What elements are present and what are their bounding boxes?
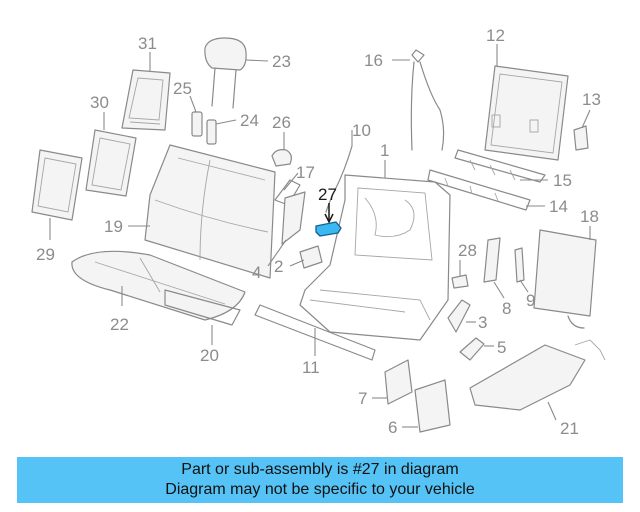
callout-9: 9	[526, 291, 535, 310]
callout-3: 3	[478, 313, 487, 332]
banner-line-1: Part or sub-assembly is #27 in diagram	[181, 461, 459, 478]
callout-10: 10	[352, 121, 371, 140]
callout-27[interactable]: 27	[318, 185, 337, 204]
callout-28: 28	[458, 241, 477, 260]
callout-7: 7	[358, 389, 367, 408]
callout-12: 12	[486, 26, 505, 45]
part-16-cable	[392, 49, 445, 151]
part-19-seat-back	[128, 144, 276, 279]
banner-line-2: Diagram may not be specific to your vehi…	[165, 481, 475, 498]
callout-19: 19	[104, 217, 123, 236]
part-21-carpet	[469, 339, 606, 421]
callout-1: 1	[380, 141, 389, 160]
part-27-highlighted[interactable]	[315, 203, 342, 237]
callout-22: 22	[110, 315, 129, 334]
part-23-headrest	[204, 37, 269, 109]
part-6-plate	[402, 379, 451, 433]
info-banner: Part or sub-assembly is #27 in diagram D…	[17, 457, 623, 503]
callout-21: 21	[560, 419, 579, 438]
callout-labels: 31 23 25 24 30 26 16 12 13 10 1 17 15 14…	[36, 26, 601, 438]
callout-2: 2	[274, 257, 283, 276]
part-2-latch	[289, 245, 323, 269]
callout-16: 16	[364, 51, 383, 70]
part-15-rail	[454, 149, 548, 183]
part-18-side-panel	[533, 226, 597, 329]
part-29-side-panel	[31, 149, 83, 240]
callout-25: 25	[173, 79, 192, 98]
part-17-bracket	[274, 172, 301, 206]
part-12-back-panel	[484, 44, 569, 161]
callout-11: 11	[302, 358, 320, 377]
part-31-armrest-panel	[121, 52, 171, 131]
part-14-rail	[427, 169, 545, 211]
part-8-bracket	[483, 237, 505, 299]
part-5-cover	[459, 337, 494, 361]
callout-18: 18	[580, 207, 599, 226]
callout-13: 13	[582, 90, 601, 109]
callout-15: 15	[553, 171, 572, 190]
part-1-seat-frame	[299, 160, 451, 341]
callout-20: 20	[200, 346, 219, 365]
part-26-clip	[271, 132, 292, 167]
parts-diagram: 31 23 25 24 30 26 16 12 13 10 1 17 15 14…	[31, 26, 606, 438]
callout-6: 6	[388, 418, 397, 437]
part-28-clip	[451, 260, 469, 289]
callout-14: 14	[549, 197, 568, 216]
part-30-side-trim	[85, 112, 137, 197]
callout-4: 4	[252, 263, 261, 282]
part-7-bracket	[372, 359, 413, 405]
callout-5: 5	[497, 338, 506, 357]
part-4-hinge	[267, 191, 306, 267]
callout-8: 8	[502, 299, 511, 318]
callout-31: 31	[138, 34, 157, 53]
part-20-cushion-lower	[164, 289, 241, 345]
callout-17: 17	[296, 163, 315, 182]
part-9-bracket	[514, 247, 529, 293]
part-22-seat-cushion	[71, 250, 246, 321]
callout-24: 24	[240, 111, 259, 130]
callout-29: 29	[36, 245, 55, 264]
part-3-hinge-cover	[447, 299, 476, 333]
callout-26: 26	[272, 113, 291, 132]
part-11-floor-rail	[254, 304, 376, 361]
part-25-24-headrest-guides	[189, 95, 237, 145]
part-13-clip	[573, 109, 591, 151]
callout-30: 30	[90, 93, 109, 112]
callout-23: 23	[272, 52, 291, 71]
